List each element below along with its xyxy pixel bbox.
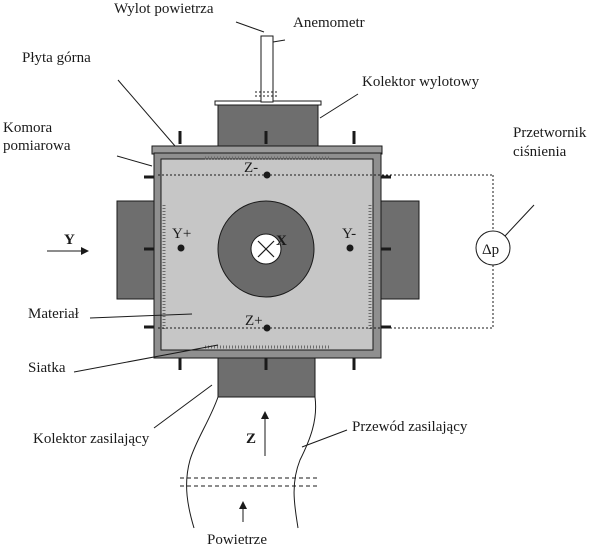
point-z-minus-label: Z- xyxy=(244,160,258,176)
label-mesh: Siatka xyxy=(28,360,66,376)
material-fill xyxy=(160,158,374,351)
label-air-outlet: Wylot powietrza xyxy=(114,1,214,17)
axis-x-label: X xyxy=(276,233,287,249)
label-supply-pipe: Przewód zasilający xyxy=(352,419,468,435)
leader-lines xyxy=(73,79,359,448)
pressure-lines xyxy=(158,174,494,329)
point-y-minus-label: Y- xyxy=(342,226,356,242)
supply-pipe-right xyxy=(293,396,317,529)
label-transducer-line2: ciśnienia xyxy=(513,144,567,160)
anemometer-tube xyxy=(260,35,274,103)
label-air: Powietrze xyxy=(207,532,267,547)
label-anemometer: Anemometr xyxy=(293,15,365,31)
delta-p-label: Δp xyxy=(482,242,499,258)
supply-pipe-left xyxy=(186,396,219,529)
label-material: Materiał xyxy=(28,306,80,322)
bolts xyxy=(144,131,391,370)
point-z-plus-label: Z+ xyxy=(245,313,263,329)
axis-y-label: Y xyxy=(64,232,75,248)
outlet-collector xyxy=(217,103,319,150)
label-transducer-line1: Przetwornik xyxy=(513,125,587,141)
label-top-plate: Płyta górna xyxy=(22,50,91,66)
pressure-transducer xyxy=(475,230,511,266)
label-chamber-line2: pomiarowa xyxy=(3,138,71,154)
label-supply-collector: Kolektor zasilający xyxy=(33,431,150,447)
point-y-minus xyxy=(346,244,354,252)
axis-z-label: Z xyxy=(246,431,256,447)
point-y-plus-label: Y+ xyxy=(172,226,191,242)
label-outlet-collector: Kolektor wylotowy xyxy=(362,74,480,90)
label-chamber-line1: Komora xyxy=(3,120,52,136)
point-y-plus xyxy=(177,244,185,252)
